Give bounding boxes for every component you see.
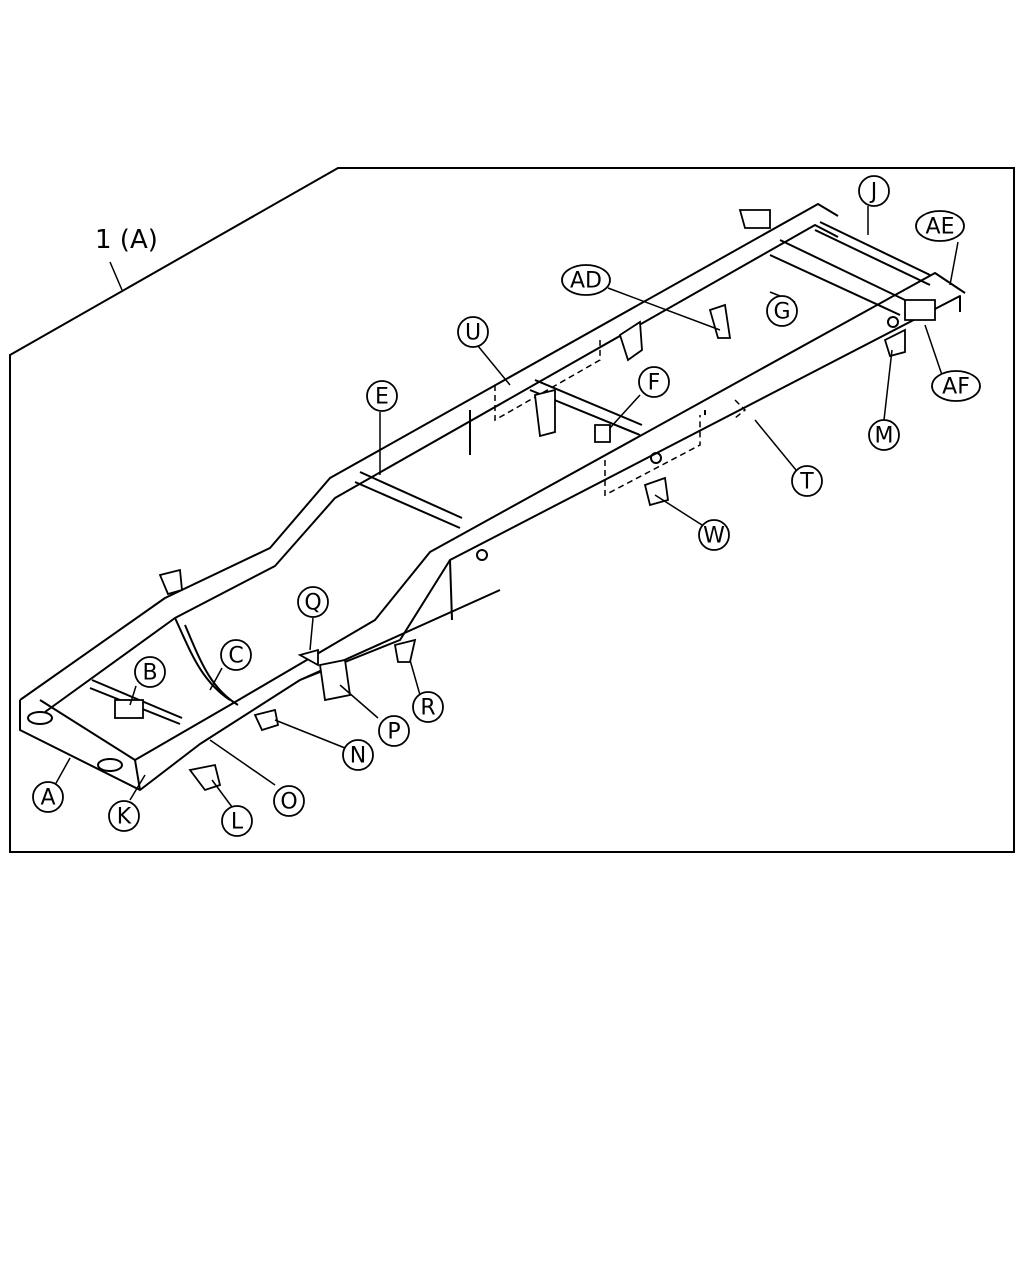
callout-n: N xyxy=(350,744,366,769)
callout-c-circle xyxy=(220,639,252,671)
callout-a: A xyxy=(40,786,55,811)
callout-l-circle xyxy=(221,805,253,837)
callout-r-circle xyxy=(412,691,444,723)
callout-j: J xyxy=(869,180,878,205)
callout-f: F xyxy=(648,371,661,396)
assembly-title: 1 (A) xyxy=(95,225,158,255)
callout-b: B xyxy=(142,661,157,686)
hidden-reinforcements xyxy=(494,340,747,497)
callout-e: E xyxy=(375,385,389,410)
callout-t-circle xyxy=(791,465,823,497)
diagram-border xyxy=(9,167,1015,853)
callout-labels: A B C E F G J K L M N O P Q R T U W AD A… xyxy=(40,180,969,835)
callouts xyxy=(32,175,981,837)
callout-l: L xyxy=(231,810,244,835)
callout-o-circle xyxy=(273,785,305,817)
callout-p: P xyxy=(387,720,400,745)
callout-af-ellipse xyxy=(931,370,981,402)
callout-j-circle xyxy=(858,175,890,207)
callout-u: U xyxy=(465,321,481,346)
callout-t: T xyxy=(799,470,814,495)
brackets xyxy=(114,209,936,792)
callout-o: O xyxy=(280,790,297,815)
callout-ae: AE xyxy=(926,215,955,240)
callout-m-circle xyxy=(868,419,900,451)
callout-e-circle xyxy=(366,380,398,412)
callout-ad-ellipse xyxy=(561,264,611,296)
callout-c: C xyxy=(228,644,243,669)
callout-ae-ellipse xyxy=(915,210,965,242)
callout-q-circle xyxy=(297,586,329,618)
title-leader xyxy=(109,261,123,291)
callout-ad: AD xyxy=(570,269,602,294)
ladder-frame xyxy=(19,203,966,791)
callout-w: W xyxy=(703,524,725,549)
callout-p-circle xyxy=(378,715,410,747)
callout-k: K xyxy=(117,805,132,830)
callout-a-circle xyxy=(32,781,64,813)
callout-af: AF xyxy=(942,375,970,400)
callout-g-circle xyxy=(766,295,798,327)
callout-m: M xyxy=(875,424,894,449)
callout-w-circle xyxy=(698,519,730,551)
leader-lines xyxy=(54,206,959,808)
callout-u-circle xyxy=(457,316,489,348)
callout-r: R xyxy=(420,696,435,721)
callout-f-circle xyxy=(638,366,670,398)
callout-n-circle xyxy=(342,739,374,771)
callout-g: G xyxy=(773,300,790,325)
callout-q: Q xyxy=(304,591,321,616)
callout-k-circle xyxy=(108,800,140,832)
callout-b-circle xyxy=(134,656,166,688)
